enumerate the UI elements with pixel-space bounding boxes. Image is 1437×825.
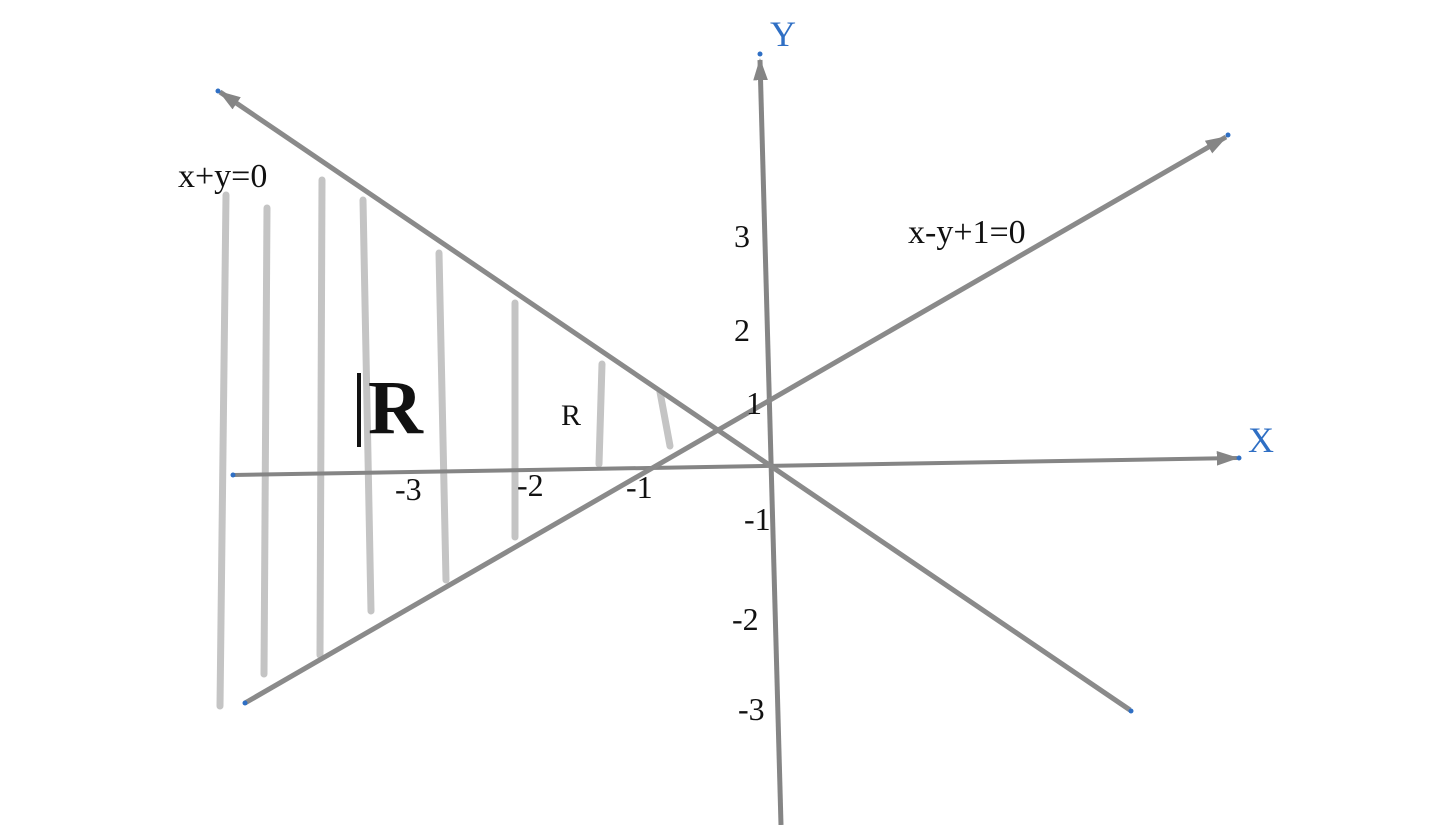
hatch-line — [435, 249, 450, 584]
y-axis — [753, 58, 784, 825]
endpoint-dot — [1225, 132, 1231, 138]
y-axis-label: Y — [770, 14, 796, 54]
y-tick-label: 1 — [746, 385, 762, 421]
hatch-line — [595, 360, 606, 468]
line-x-plus-y — [218, 89, 1132, 713]
hatch-line — [316, 176, 326, 659]
x-tick-label: -1 — [626, 469, 653, 505]
region-hatching — [216, 176, 674, 710]
endpoint-dot — [242, 700, 248, 706]
hatch-line — [216, 191, 230, 710]
y-tick-label: 2 — [734, 312, 750, 348]
y-tick-label: 3 — [734, 218, 750, 254]
endpoint-dot — [1236, 455, 1242, 461]
endpoint-dots — [215, 51, 1242, 714]
endpoint-dot — [215, 88, 221, 94]
endpoint-dot — [1128, 708, 1134, 714]
endpoint-dot — [230, 472, 236, 478]
hatch-line — [260, 204, 271, 678]
y-tick-label: -2 — [732, 601, 759, 637]
region-label-main: R — [368, 366, 424, 450]
x-axis-label: X — [1248, 420, 1274, 460]
x-axis — [232, 451, 1239, 477]
hatch-line — [359, 196, 375, 615]
x-tick-label: -2 — [517, 467, 544, 503]
y-tick-label: -3 — [738, 691, 765, 727]
y-tick-label: -1 — [744, 501, 771, 537]
hatch-line — [656, 388, 674, 450]
equation-line1: x+y=0 — [178, 158, 267, 195]
equation-line2: x-y+1=0 — [908, 214, 1026, 251]
x-tick-label: -3 — [395, 471, 422, 507]
endpoint-dot — [757, 51, 763, 57]
region-label-small: R — [561, 399, 581, 432]
line-x-minus-y-plus-1 — [243, 134, 1228, 706]
